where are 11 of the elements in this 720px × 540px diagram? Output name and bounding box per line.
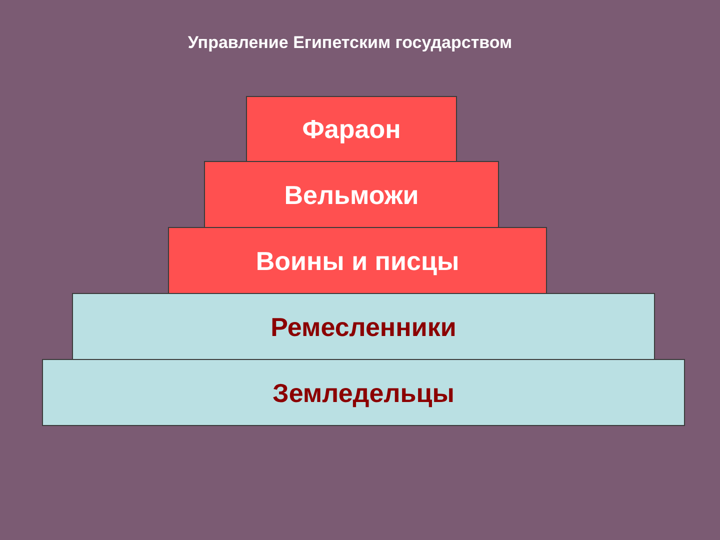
pyramid-tier [168, 227, 547, 294]
pyramid-tier [72, 293, 655, 360]
tier-label: Фараон [302, 114, 401, 144]
tier-label: Ремесленники [270, 312, 456, 342]
tier-label: Вельможи [284, 180, 419, 210]
pyramid-tier [204, 161, 499, 228]
pyramid-tier [42, 359, 685, 426]
pyramid-tier [246, 96, 457, 162]
tier-label: Воины и писцы [256, 246, 460, 276]
diagram-title: Управление Египетским государством [188, 33, 512, 52]
tier-label: Земледельцы [272, 378, 454, 408]
